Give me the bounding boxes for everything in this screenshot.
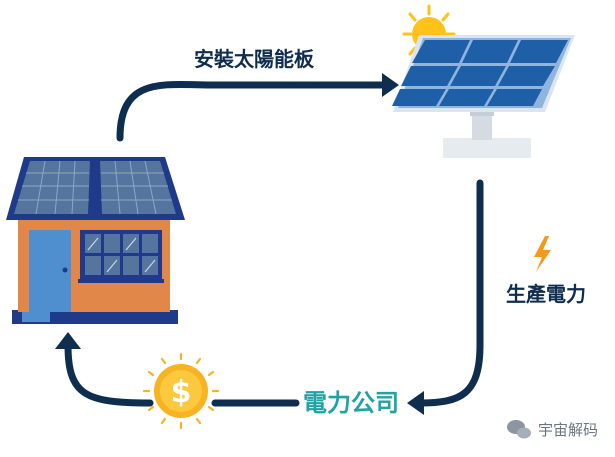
arrow-house-to-panel — [116, 73, 399, 142]
house-icon — [6, 157, 185, 324]
wechat-icon — [507, 420, 531, 439]
lightning-icon — [534, 236, 551, 272]
watermark-text: 宇宙解码 — [538, 421, 598, 439]
solar-panel-icon — [392, 35, 575, 158]
utility-company-label: 電力公司 — [303, 389, 399, 417]
dollar-coin-icon: $ — [142, 352, 220, 430]
roof-solar-panels — [14, 160, 176, 215]
install-solar-label: 安裝太陽能板 — [194, 47, 315, 71]
arrow-utility-to-house — [55, 332, 300, 407]
generate-power-label: 生產電力 — [506, 282, 586, 306]
arrow-panel-to-utility — [407, 179, 484, 415]
watermark: 宇宙解码 — [507, 420, 598, 439]
svg-text:$: $ — [171, 375, 192, 410]
